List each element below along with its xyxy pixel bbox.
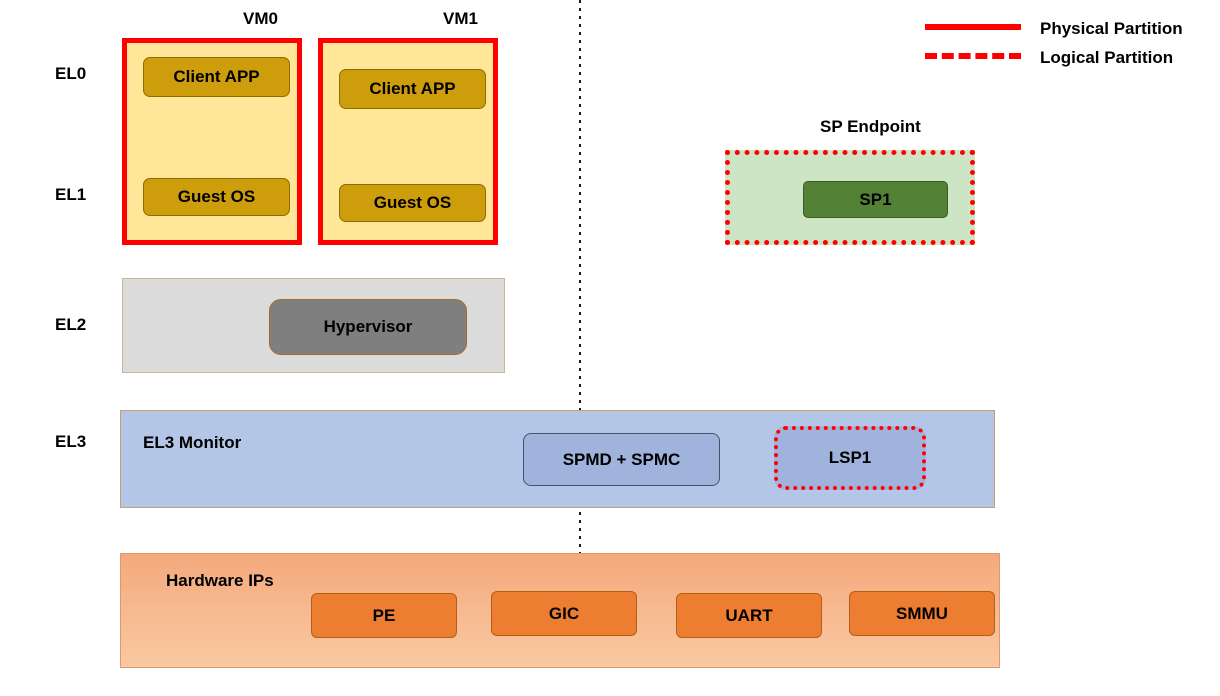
hypervisor-pill: Hypervisor <box>269 299 467 355</box>
legend-physical-label: Physical Partition <box>1040 19 1183 38</box>
vm1-client-app: Client APP <box>339 69 486 109</box>
chip-smmu: SMMU <box>849 591 995 636</box>
lsp1-pill: LSP1 <box>774 426 926 490</box>
chip-uart: UART <box>676 593 822 638</box>
el2-label: EL2 <box>55 315 87 334</box>
physical-partition-line-icon <box>925 24 1021 30</box>
hardware-ips-title: Hardware IPs <box>166 571 274 590</box>
spmd-spmc-pill: SPMD + SPMC <box>523 433 720 486</box>
chip-gic: GIC <box>491 591 637 636</box>
vm0-title: VM0 <box>243 9 278 28</box>
el3-layer-box: EL3 Monitor SPMD + SPMC LSP1 <box>120 410 995 508</box>
vm0-guest-os: Guest OS <box>143 178 290 216</box>
vm1-title: VM1 <box>443 9 478 28</box>
partition-divider-line <box>579 0 581 553</box>
legend-logical-label: Logical Partition <box>1040 48 1174 67</box>
hardware-layer-box: Hardware IPs PE GIC UART SMMU <box>120 553 1000 668</box>
el1-label: EL1 <box>55 185 87 204</box>
el0-label: EL0 <box>55 64 87 83</box>
sp-endpoint-title: SP Endpoint <box>820 117 921 136</box>
vm1-box: Client APP Guest OS <box>318 38 498 245</box>
chip-pe: PE <box>311 593 457 638</box>
el3-label: EL3 <box>55 432 87 451</box>
el2-layer-box: Hypervisor <box>122 278 505 373</box>
sp1-pill: SP1 <box>803 181 948 218</box>
logical-partition-line-icon <box>925 53 1021 59</box>
vm0-client-app: Client APP <box>143 57 290 97</box>
vm0-box: Client APP Guest OS <box>122 38 302 245</box>
vm1-guest-os: Guest OS <box>339 184 486 222</box>
sp-endpoint-box: SP1 <box>725 150 975 245</box>
el3-monitor-title: EL3 Monitor <box>143 433 242 452</box>
